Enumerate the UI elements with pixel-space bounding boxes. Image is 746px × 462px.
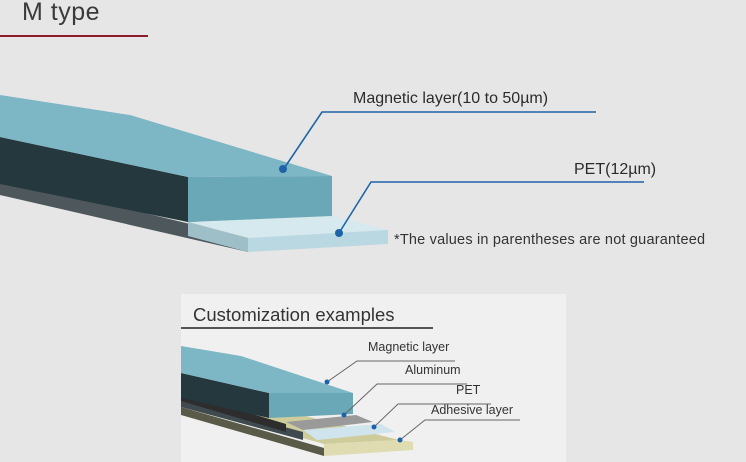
inset-title: Customization examples [193, 304, 395, 325]
aluminum-layer-front [286, 415, 373, 430]
leader-dot-magnetic [279, 165, 287, 173]
disclaimer-note: *The values in parentheses are not guara… [394, 232, 706, 248]
adhesive-layer-front [324, 440, 413, 456]
magnetic-layer-side [181, 373, 269, 418]
leader-line-magnetic [326, 360, 455, 383]
magnetic-layer-label: Magnetic layer(10 to 50µm) [353, 90, 549, 107]
leader-dot-pet [335, 229, 343, 237]
magnetic-layer-front [269, 393, 353, 418]
inset-adhesive-layer-label: Adhesive layer [431, 403, 513, 417]
leader-line-pet [338, 181, 644, 234]
customization-examples-panel: Customization examples Magnetic layer Al… [181, 294, 566, 462]
magnetic-layer-top [0, 95, 332, 177]
leader-line-magnetic [282, 111, 596, 171]
leader-line-aluminum [343, 383, 467, 416]
leader-dot-magnetic [324, 379, 330, 385]
magnetic-layer-side [0, 137, 188, 222]
magnetic-layer-front [188, 176, 332, 222]
pet-layer-front [248, 230, 388, 252]
leader-dot-aluminum [341, 412, 347, 418]
title-underline [0, 35, 148, 37]
leader-dot-pet [371, 424, 377, 430]
pet-label: PET(12µm) [574, 161, 657, 178]
leader-line-pet [373, 403, 491, 428]
page-title: M type [22, 0, 101, 26]
inset-magnetic-layer-label: Magnetic layer [368, 340, 450, 354]
inset-aluminum-label: Aluminum [405, 363, 461, 377]
pet-layer-side [188, 222, 248, 252]
inset-pet-label: PET [456, 383, 481, 397]
magnetic-layer-top [181, 346, 353, 393]
customization-diagram [181, 346, 520, 456]
leader-line-adhesive [399, 419, 520, 441]
adhesive-layer-side [181, 407, 324, 456]
inset-title-underline [181, 327, 433, 329]
leader-dot-adhesive [397, 437, 403, 443]
